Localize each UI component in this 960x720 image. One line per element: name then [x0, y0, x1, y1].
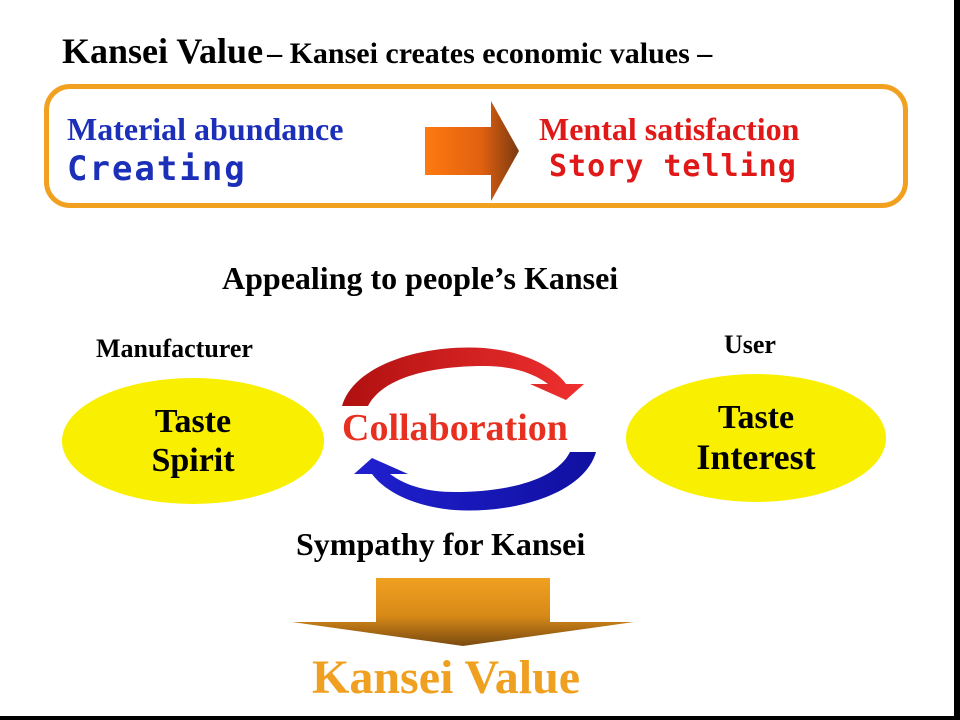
right-arrow-icon: [425, 101, 519, 201]
mental-satisfaction-text: Mental satisfaction: [539, 111, 800, 147]
collaboration-label: Collaboration: [342, 407, 568, 449]
manufacturer-taste: Taste: [154, 402, 232, 440]
user-ellipse: Taste Interest: [626, 374, 886, 502]
sympathy-heading: Sympathy for Kansei: [296, 526, 586, 562]
user-interest: Interest: [696, 436, 816, 477]
title-main: Kansei Value: [62, 31, 264, 71]
material-abundance-text: Material abundance: [67, 111, 344, 147]
collaboration-cycle-icon: [342, 347, 596, 511]
appealing-heading: Appealing to people’s Kansei: [222, 260, 619, 296]
manufacturer-spirit: Spirit: [151, 442, 235, 479]
user-taste: Taste: [717, 398, 795, 436]
story-telling-text: Story telling: [549, 149, 797, 184]
kansei-value-result: Kansei Value: [312, 651, 581, 704]
down-arrow-icon: [292, 578, 634, 646]
creating-text: Creating: [67, 149, 247, 189]
title-subtitle: – Kansei creates economic values –: [267, 37, 713, 70]
user-label: User: [724, 330, 776, 359]
abundance-to-satisfaction-box: Material abundance Creating Mental satis…: [44, 84, 908, 208]
manufacturer-ellipse: Taste Spirit: [62, 378, 324, 504]
manufacturer-label: Manufacturer: [96, 334, 253, 363]
slide-title: Kansei Value – Kansei creates economic v…: [62, 30, 712, 72]
